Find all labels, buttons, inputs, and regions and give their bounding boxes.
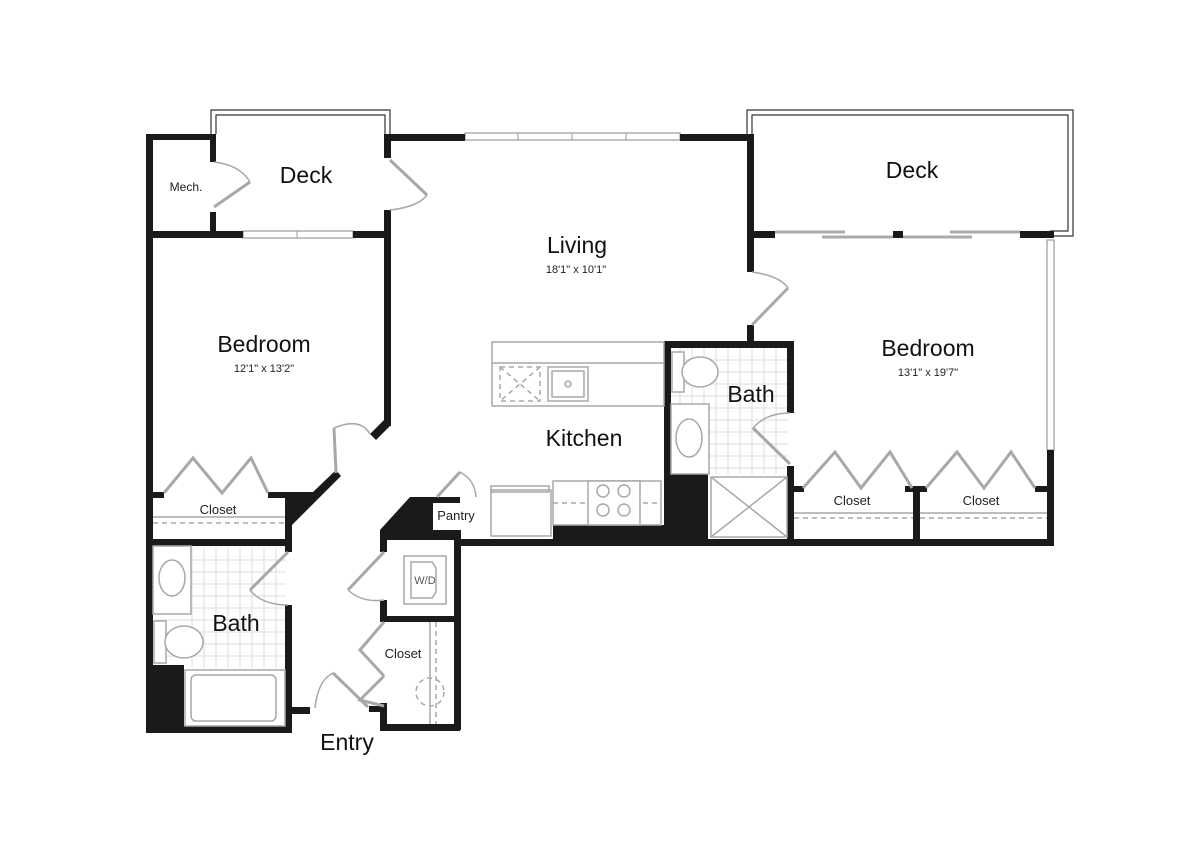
label-bedroom-left: Bedroom <box>217 331 310 357</box>
bedroom-left-window <box>242 230 354 239</box>
label-bedroom-right-dimensions: 13'1" x 19'7" <box>898 367 958 379</box>
label-bath-center: Bath <box>727 381 774 407</box>
label-washer-dryer: W/D <box>414 575 435 587</box>
kitchen-lower-counter <box>490 480 662 537</box>
door-bedroom-left <box>332 422 371 474</box>
closet-rods <box>153 512 1047 724</box>
label-pantry: Pantry <box>437 508 475 523</box>
sink-icon-left <box>152 545 192 615</box>
label-bedroom-right: Bedroom <box>881 335 974 361</box>
bedroom-right-window <box>1046 239 1055 451</box>
washer-dryer-icon <box>403 555 447 605</box>
deck-right-railing <box>746 109 1074 237</box>
label-bath-left: Bath <box>212 610 259 636</box>
door-pantry <box>435 470 477 499</box>
kitchen-sink-icon <box>547 366 589 402</box>
shower-icon <box>710 476 788 538</box>
label-mech: Mech. <box>170 180 203 194</box>
door-living-right <box>750 271 790 327</box>
door-deck-left <box>388 158 429 211</box>
toilet-icon-left <box>153 620 204 664</box>
stove-icon <box>596 484 631 517</box>
door-closet-entry <box>357 621 386 708</box>
door-wd <box>346 550 386 602</box>
toilet-icon-center <box>671 351 719 393</box>
label-closet-right-2: Closet <box>963 493 1000 508</box>
door-center-bath <box>751 412 792 466</box>
label-closet-right-1: Closet <box>834 493 871 508</box>
label-living: Living <box>547 232 607 258</box>
deck-left-railing <box>210 109 391 134</box>
door-mech <box>213 161 251 209</box>
bathtub-icon <box>184 669 286 727</box>
label-living-dimensions: 18'1" x 10'1" <box>546 264 606 276</box>
living-window <box>464 132 681 141</box>
label-closet-bedroom-left: Closet <box>200 502 237 517</box>
door-entry <box>314 671 370 709</box>
label-bedroom-left-dimensions: 12'1" x 13'2" <box>234 363 294 375</box>
walls <box>146 134 1054 733</box>
label-entry: Entry <box>320 729 374 755</box>
bifold-doors-closets <box>162 449 1037 496</box>
sliding-door-right-deck <box>775 230 1020 239</box>
label-deck-left: Deck <box>280 162 333 188</box>
label-deck-right: Deck <box>886 157 939 183</box>
door-bath-left <box>248 550 290 606</box>
sink-icon-center <box>670 403 710 475</box>
label-closet-entry: Closet <box>385 646 422 661</box>
label-kitchen: Kitchen <box>546 425 623 451</box>
